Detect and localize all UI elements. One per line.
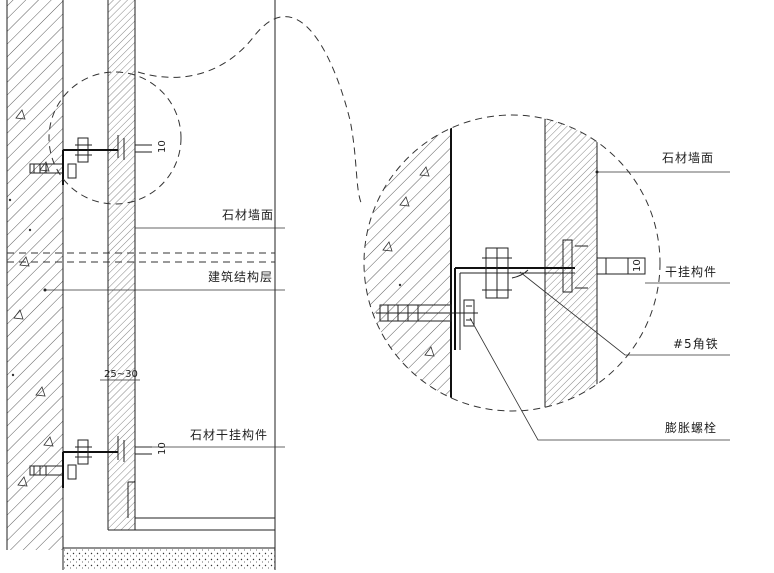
- left-section-view: 石材墙面 建筑结构层 石材干挂构件 10 10 25~30: [6, 0, 285, 570]
- upper-bracket: [29, 135, 152, 185]
- leader-detail-anchor-bolt: [469, 317, 730, 441]
- lower-bracket: [29, 436, 152, 488]
- anchor-bolt: [376, 299, 478, 327]
- stone-panel: [107, 0, 275, 531]
- callout-curve: [137, 16, 363, 206]
- leader-detail-angle-iron: [519, 271, 730, 356]
- angle-iron: [454, 247, 575, 350]
- detail-dim-10: 10: [632, 259, 643, 272]
- dim-top-10: 10: [157, 140, 168, 153]
- detail-label-angle-iron: #5角铁: [673, 337, 719, 351]
- detail-label-anchor-bolt: 膨胀螺栓: [665, 420, 717, 435]
- label-dry-hang: 石材干挂构件: [190, 427, 268, 442]
- floor-screed: [63, 548, 275, 570]
- detail-label-stone-face: 石材墙面: [662, 151, 714, 165]
- dim-gap: 25~30: [104, 369, 138, 380]
- label-structure: 建筑结构层: [208, 269, 273, 284]
- detail-boundary-circle: [363, 114, 661, 412]
- detail-label-dry-hang: 干挂构件: [665, 264, 717, 279]
- detail-reference-circle: [48, 71, 182, 205]
- detail-view: 石材墙面 干挂构件 #5角铁 膨胀螺栓 10: [363, 114, 730, 441]
- structural-wall: [6, 0, 64, 550]
- dry-hang-clip: [562, 239, 646, 293]
- label-stone-face: 石材墙面: [222, 208, 274, 222]
- dim-bottom-10: 10: [157, 442, 168, 455]
